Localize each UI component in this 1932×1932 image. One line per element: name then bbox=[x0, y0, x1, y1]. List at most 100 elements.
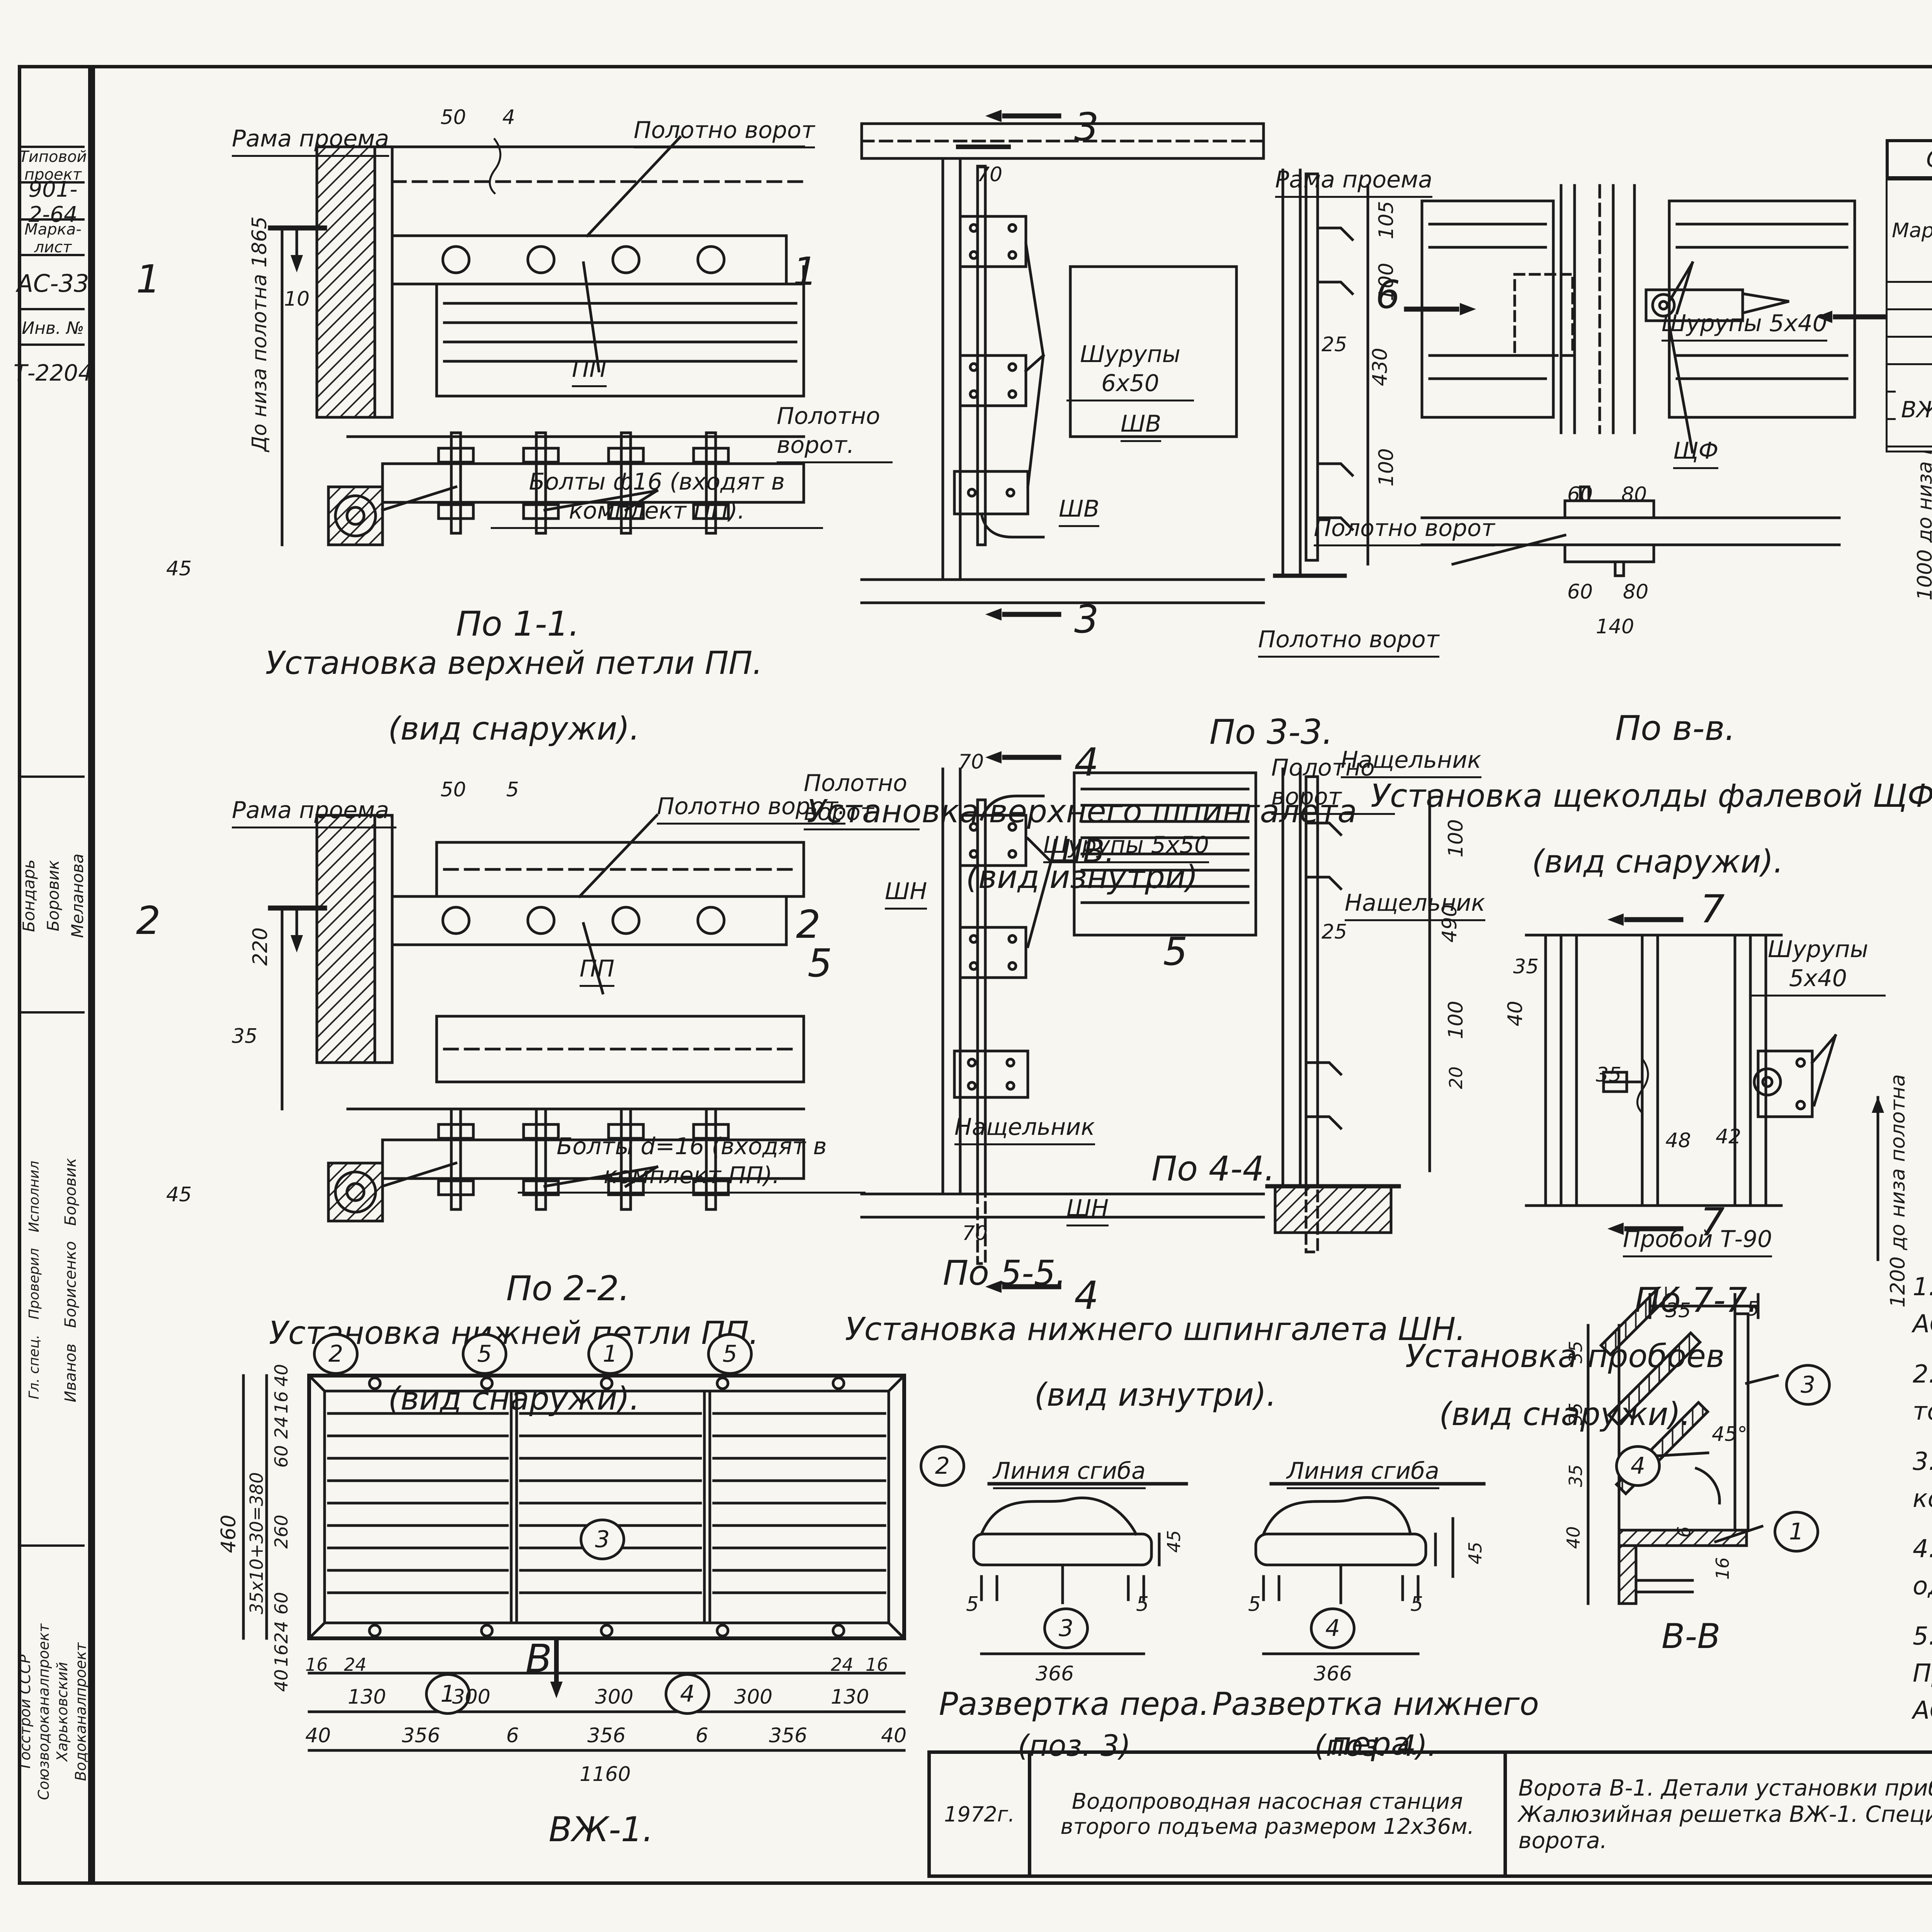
callout-balloon: 3 bbox=[1043, 1607, 1089, 1649]
dim-vertical: 24 bbox=[271, 1416, 292, 1439]
dim-vertical: До низа полотна 1865 bbox=[248, 216, 271, 452]
steel-spec-title-text: Спецификация стали(марки ст.3) на 1 штук… bbox=[1926, 146, 1932, 173]
leader-proboy-label: Пробой Т-90 bbox=[1623, 1225, 1772, 1257]
dim-vertical: 35х10+30=380 bbox=[246, 1472, 267, 1614]
dim: 35 bbox=[1513, 955, 1539, 978]
dim-vertical: 1200 до низа полотна bbox=[1886, 1074, 1910, 1308]
section-marker: 1 bbox=[136, 257, 161, 302]
dim: 5 bbox=[506, 778, 519, 801]
signature-role: Проверил bbox=[26, 1248, 42, 1320]
dim: 5 bbox=[1747, 1298, 1760, 1321]
dim: 1160 bbox=[580, 1763, 631, 1786]
stamp-label: Инв. № bbox=[21, 308, 85, 346]
dim: 70 bbox=[958, 750, 984, 774]
organization-line: Харьковский bbox=[54, 1662, 71, 1762]
leader-screws-label: Шурупы 5х40 bbox=[1750, 935, 1886, 997]
organization-line: Водоканалпроект bbox=[72, 1642, 89, 1781]
view-subtitle: (поз. 3) bbox=[1017, 1728, 1131, 1763]
leader-nash-label: Нащельник bbox=[1341, 746, 1481, 778]
dim: 356 bbox=[769, 1724, 808, 1747]
year-value: 1972г. bbox=[944, 1802, 1015, 1827]
section-marker: 3 bbox=[1074, 104, 1099, 150]
view-subtitle: (вид снаружи). bbox=[1532, 844, 1784, 880]
section-caption: По 4-4. bbox=[1151, 1149, 1275, 1189]
dim-vertical: 105 bbox=[1375, 201, 1398, 240]
view-2-2-drawing bbox=[268, 813, 805, 1223]
title-block-year: 1972г. bbox=[931, 1754, 1032, 1874]
section-marker: 7 bbox=[1700, 1199, 1725, 1245]
leader-nash-label: Нащельник bbox=[954, 1113, 1095, 1145]
dim-vertical: 430 bbox=[1369, 348, 1392, 386]
leader-screws-label: Шурупы 5х40 bbox=[1662, 309, 1827, 342]
callout-balloon: 2 bbox=[920, 1445, 965, 1487]
dim: 356 bbox=[587, 1724, 626, 1747]
leader-frame-label: Рама проема bbox=[1275, 165, 1433, 198]
main-frame bbox=[88, 65, 1932, 1885]
dim: 4 bbox=[502, 106, 515, 129]
callout-balloon: 5 bbox=[462, 1333, 507, 1375]
notes-block: Примечания: 1. Данный лист рассматривать… bbox=[1913, 1209, 1932, 1742]
dim: 35 bbox=[1665, 1299, 1691, 1322]
organization-block: Госстрой СССР Союзводоканалпроект Харько… bbox=[17, 1544, 89, 1877]
leader-screws-label: Шурупы 5х50 bbox=[1043, 831, 1209, 863]
callout-balloon: 3 bbox=[1785, 1364, 1831, 1406]
leader-hinge-label: ПП bbox=[580, 954, 615, 987]
steel-mark-overlay: ВЖ-1 bbox=[1896, 390, 1932, 429]
view-vzh1-drawing bbox=[242, 1374, 906, 1752]
dim: 366 bbox=[1036, 1662, 1074, 1685]
dim: 45 bbox=[166, 1183, 192, 1206]
view-title: Установка верхнего шпингалета ШВ. bbox=[807, 793, 1357, 870]
dim-vertical: 40 bbox=[1563, 1526, 1584, 1549]
dim-vertical: 24 bbox=[271, 1621, 292, 1644]
dim: 356 bbox=[402, 1724, 440, 1747]
dim: 5 bbox=[1136, 1593, 1149, 1616]
callout-balloon: 1 bbox=[587, 1333, 633, 1375]
dim: 5 bbox=[1410, 1593, 1423, 1616]
dim: 50 bbox=[440, 778, 466, 801]
note-item: 2. Варить тонким электродом, соблюдая ре… bbox=[1913, 1360, 1932, 1426]
view-vv-drawing bbox=[1587, 1287, 1779, 1605]
dim: 80 bbox=[1621, 483, 1647, 506]
dim-vertical: 45 bbox=[1163, 1530, 1184, 1553]
signature-name: Иванов bbox=[62, 1343, 80, 1403]
signature-role: Исполнил bbox=[26, 1161, 42, 1233]
view-per4-drawing bbox=[1254, 1482, 1486, 1655]
dim: 300 bbox=[452, 1685, 491, 1709]
callout-balloon: 1 bbox=[425, 1673, 471, 1715]
dim: 35 bbox=[1596, 1063, 1622, 1087]
dim-vertical: 6 bbox=[1673, 1526, 1694, 1538]
leader-leaf-label: Полотно ворот. bbox=[657, 792, 845, 825]
dim-vertical: 35 bbox=[1565, 1341, 1586, 1364]
leader-hinge-label: ПП bbox=[572, 355, 607, 387]
section-caption: По 1-1. bbox=[456, 604, 580, 644]
steel-spec-table: Марка NN поз. Профиль Длина мм К-во шт. … bbox=[1886, 179, 1932, 452]
leader-bolts-label: Болты ф16 (входят в комплект ПП). bbox=[491, 468, 823, 529]
section-marker: 4 bbox=[1074, 1273, 1099, 1318]
view-proboi-drawing bbox=[1525, 913, 1884, 1261]
leader-leaf-label: Полотно ворот bbox=[1314, 514, 1495, 546]
dim-vertical: 60 bbox=[271, 1592, 292, 1615]
dim: 24 bbox=[344, 1654, 367, 1675]
leader-schf-label: ЩФ bbox=[1673, 437, 1719, 469]
section-caption: По в-в. bbox=[1615, 708, 1736, 748]
dim-vertical: 45 bbox=[1465, 1542, 1486, 1565]
leader-bolts-label: Болты d=16 (входят в комплект ПП). bbox=[518, 1132, 866, 1194]
dim-vertical: 16 bbox=[271, 1644, 292, 1667]
section-marker: В bbox=[526, 1636, 552, 1681]
dim: 16 bbox=[866, 1654, 888, 1675]
steel-spec-title: Спецификация стали(марки ст.3) на 1 штук… bbox=[1886, 139, 1932, 179]
dim: 16 bbox=[305, 1654, 328, 1675]
dim: 35 bbox=[232, 1025, 258, 1048]
dim: 60 bbox=[1567, 483, 1593, 506]
dim: 50 bbox=[440, 106, 466, 129]
signature-name: Боровик bbox=[62, 1158, 80, 1226]
dim: 300 bbox=[734, 1685, 773, 1709]
signature-block-a: Бондарь Боровик Меланова bbox=[19, 776, 87, 1014]
notes-list: 1. Данный лист рассматривать совместно с… bbox=[1913, 1269, 1932, 1729]
callout-balloon: 4 bbox=[665, 1673, 710, 1715]
view-title: Развертка пера. bbox=[939, 1686, 1210, 1723]
leader-nash-label: Нащельник bbox=[1345, 889, 1485, 921]
view-title: Установка верхней петли ПП. bbox=[265, 645, 763, 682]
callout-balloon: 4 bbox=[1615, 1445, 1661, 1487]
